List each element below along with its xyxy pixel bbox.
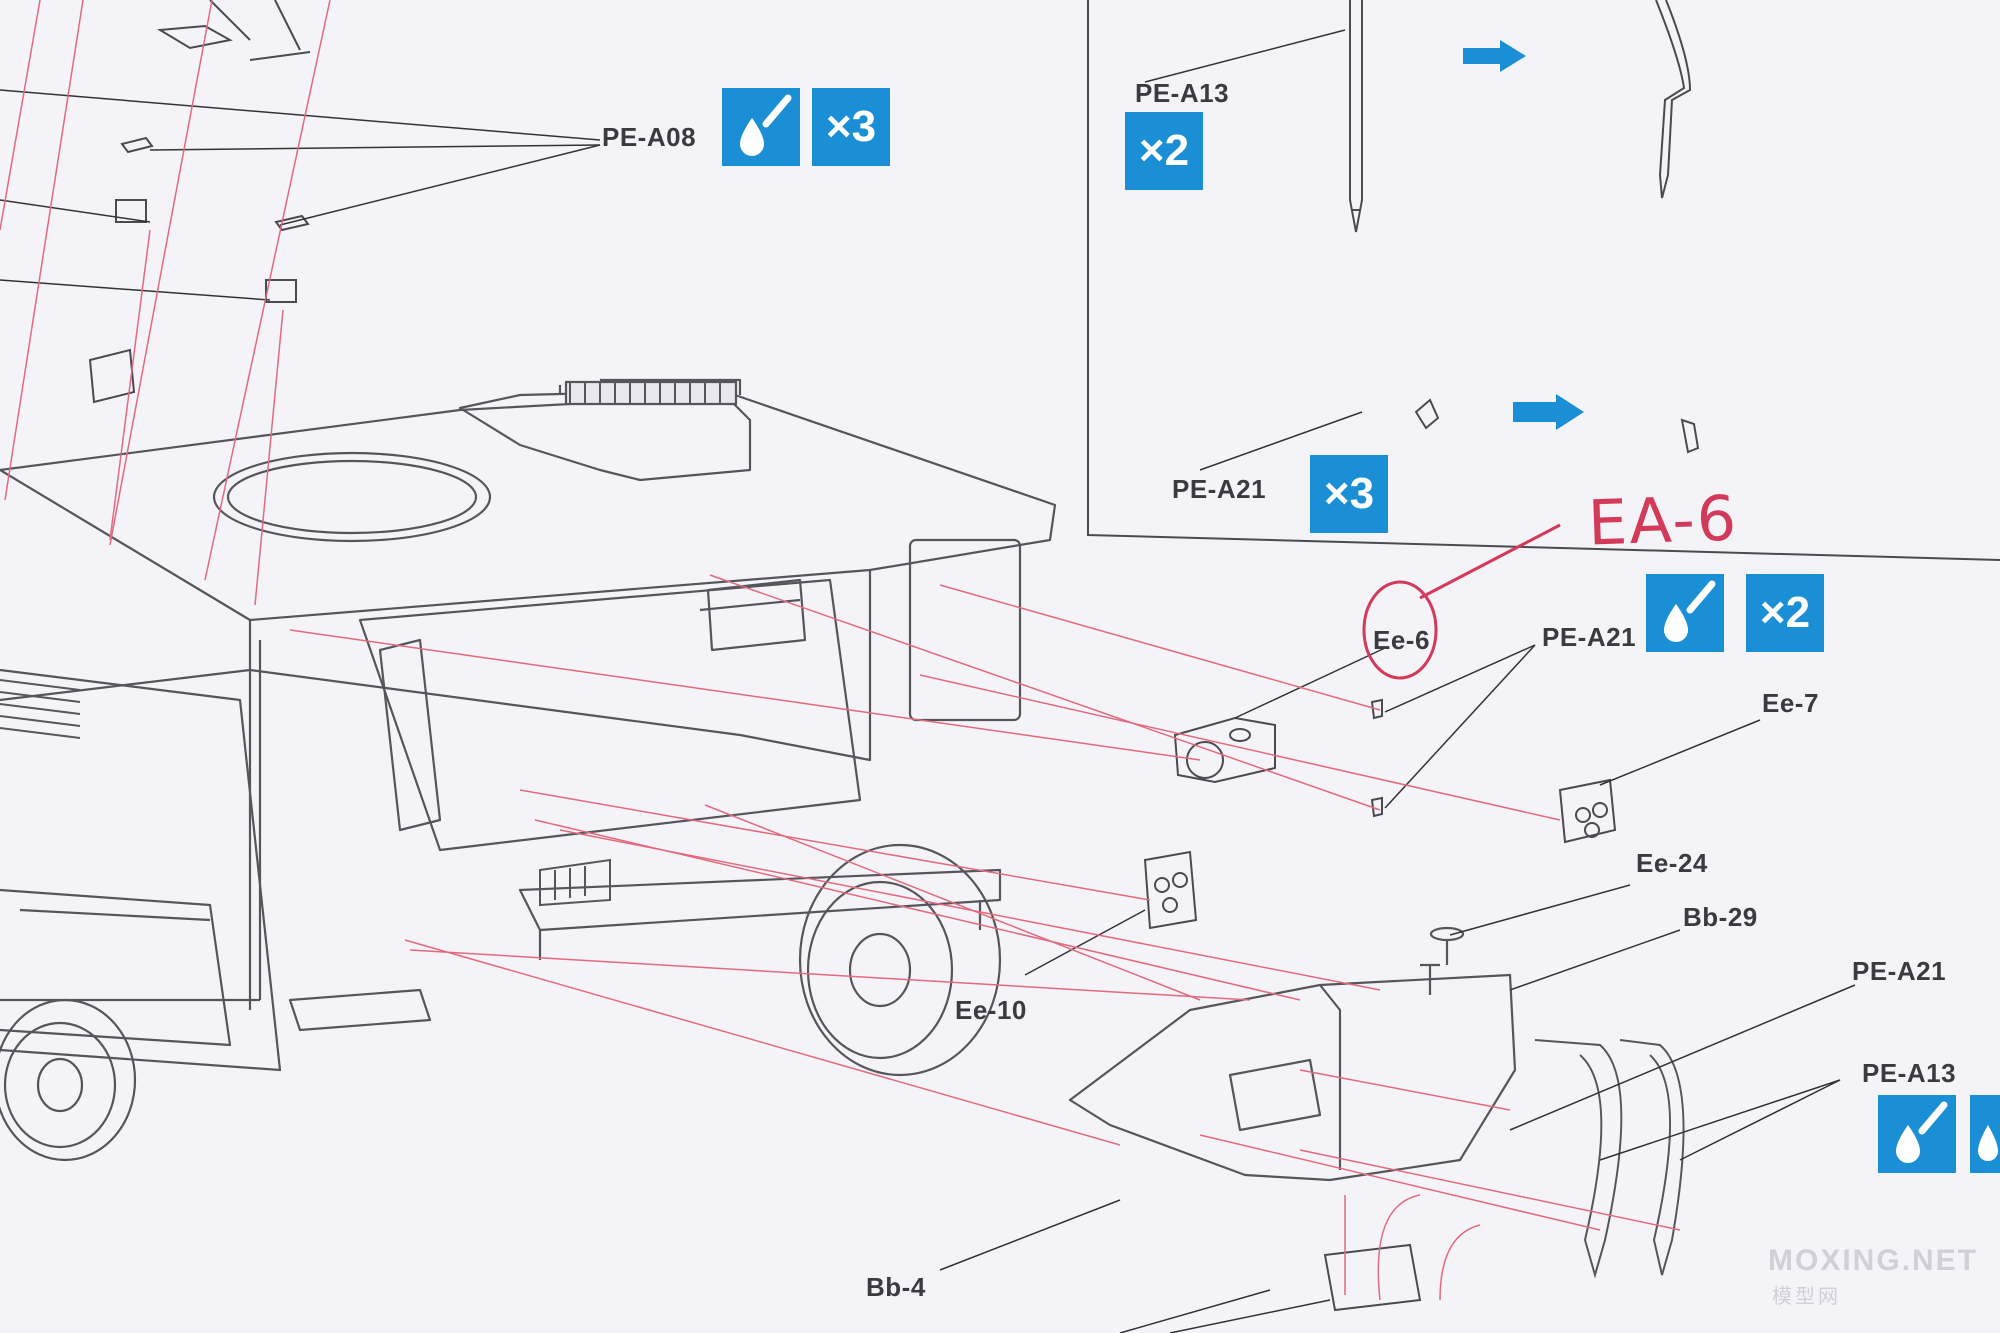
label-pe-a13-top: PE-A13: [1135, 78, 1230, 108]
ee-6-leader: [1234, 647, 1386, 719]
glue-drop-icon: [1646, 574, 1724, 652]
pe-a21-leader-mid: [1384, 644, 1536, 713]
pe-a21-clip-flat: [1414, 398, 1440, 430]
watermark-cn: 模型网: [1772, 1284, 1841, 1308]
top-fragment: [156, 0, 311, 61]
label-pe-a21-mid: PE-A21: [1542, 622, 1637, 652]
vehicle-hull: [0, 378, 1057, 1072]
ee-7-part: [1558, 778, 1617, 844]
pe-a08-parts: [88, 136, 310, 404]
label-pe-a08: PE-A08: [602, 122, 697, 152]
glue-drop-icon: [1878, 1095, 1956, 1173]
arrow-right-icon: [1513, 394, 1584, 430]
ee-10-leader: [1024, 909, 1146, 976]
ee-10-part: [1143, 850, 1198, 930]
label-ee-24: Ee-24: [1636, 848, 1708, 878]
pe-a13-strip-right: [1655, 0, 1692, 199]
label-bb-4: Bb-4: [866, 1272, 926, 1302]
pe-a21-leader-mid: [1384, 644, 1536, 809]
pe-a21-leader-low: [1509, 984, 1856, 1131]
label-bb-29: Bb-29: [1683, 902, 1758, 932]
pe-a13-leader-low: [1679, 1079, 1841, 1161]
bracket-part: [1323, 1243, 1422, 1312]
pe-a21-leader-box: [1199, 411, 1363, 471]
label-pe-a13-low: PE-A13: [1862, 1058, 1957, 1088]
quantity-badge: ×2: [1746, 574, 1824, 652]
pe-a21-clips-mid: [1370, 698, 1383, 818]
front-wheel: [0, 998, 137, 1162]
handwritten-correction: EA-6: [1586, 481, 1740, 560]
bb-29-leader: [1509, 929, 1681, 991]
pe-a08-leader: [279, 144, 601, 226]
rear-wheel: [798, 843, 1002, 1077]
label-ee-7: Ee-7: [1762, 688, 1819, 718]
ee-7-leader: [1599, 719, 1761, 786]
label-pe-a21-low: PE-A21: [1852, 956, 1947, 986]
label-ee-6: Ee-6: [1373, 625, 1430, 655]
watermark-site: MOXING.NET: [1768, 1244, 1979, 1277]
arrow-right-icon: [1463, 40, 1526, 72]
pe-a13-strip-left: [1349, 0, 1363, 233]
bb-4-leader: [939, 1199, 1121, 1271]
assembly-lines: [0, 0, 1681, 1301]
quantity-badge: ×3: [812, 88, 890, 166]
quantity-badge: ×2: [1125, 112, 1203, 190]
label-ee-10: Ee-10: [955, 995, 1027, 1025]
quantity-badge: ×3: [1310, 455, 1388, 533]
grille: [0, 382, 721, 907]
fuel-tank: [1068, 926, 1517, 1182]
pe-a21-clip-bent: [1680, 418, 1700, 454]
pe-a08-leader: [149, 144, 601, 151]
label-pe-a21-box: PE-A21: [1172, 474, 1267, 504]
pe-a13-leader-low: [1599, 1079, 1841, 1161]
ee-24-leader: [1449, 884, 1631, 936]
glue-drop-icon: [1970, 1095, 2000, 1173]
glue-drop-icon: [722, 88, 800, 166]
inset-box: [1087, 0, 2000, 561]
handwritten-markup: [1362, 523, 1561, 680]
ee-6-part: [1173, 716, 1276, 784]
pe-a13-leader-top: [1144, 29, 1346, 83]
